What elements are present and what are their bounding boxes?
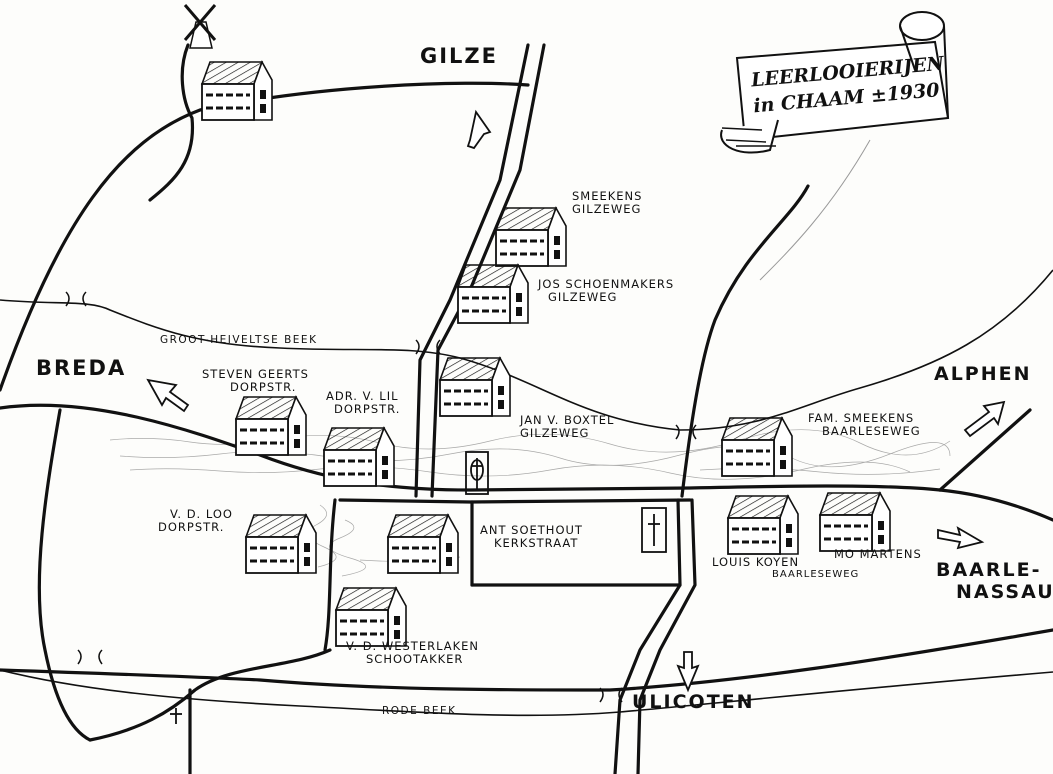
tannery-street: BAARLESEWEG	[772, 569, 860, 581]
tannery-label: ADR. v. LIL DORPSTR.	[326, 389, 401, 417]
tannery-street: GILZEWEG	[520, 426, 590, 441]
arrow-baarle-icon	[937, 526, 985, 550]
tannery-label: v. d. LOO DORPSTR.	[158, 507, 233, 535]
tannery-owner: SMEEKENS	[572, 189, 643, 203]
direction-arrows	[146, 109, 1006, 693]
stream-rode-beek: RODE BEEK	[382, 705, 457, 717]
town-baarle-nassau: BAARLE- NASSAU	[936, 559, 1053, 604]
tannery-street: GILZEWEG	[548, 290, 618, 305]
tannery-owner: JOS SCHOENMAKERS	[538, 277, 675, 291]
title-banner	[720, 11, 950, 154]
tannery-owner: MO MARTENS	[834, 547, 922, 561]
town-breda: BREDA	[36, 356, 127, 380]
tannery-street: BAARLESEWEG	[822, 424, 921, 439]
sketch-line	[759, 139, 871, 281]
arrow-ulicoten-icon	[676, 651, 700, 693]
tannery-owner: LOUIS KOYEN	[712, 555, 800, 569]
town-alphen: ALPHEN	[934, 363, 1032, 385]
roads	[0, 43, 1053, 774]
tannery-label: STEVEN GEERTS DORPSTR.	[202, 367, 309, 395]
arrow-breda-icon	[146, 378, 190, 413]
church-icons	[170, 451, 667, 724]
tannery-owner: v. d. WESTERLAKEN	[346, 639, 480, 653]
tannery-label: SMEEKENS GILZEWEG	[572, 189, 643, 217]
tannery-label: FAM. SMEEKENS BAARLESEWEG	[808, 411, 921, 439]
tannery-street: GILZEWEG	[572, 202, 642, 217]
tannery-street: DORPSTR.	[334, 402, 401, 417]
tannery-label: JAN v. BOXTEL GILZEWEG	[520, 413, 615, 441]
tannery-owner: FAM. SMEEKENS	[808, 411, 915, 425]
tannery-owner: ADR. v. LIL	[326, 389, 399, 403]
tannery-label: v. d. WESTERLAKEN SCHOOTAKKER	[346, 639, 480, 667]
tannery-label: ANT SOETHOUT KERKSTRAAT	[480, 523, 583, 551]
bridges	[65, 291, 697, 703]
tannery-street: DORPSTR.	[158, 520, 225, 535]
tannery-street: SCHOOTAKKER	[366, 652, 464, 667]
town-baarle-line1: BAARLE-	[936, 559, 1042, 581]
tannery-label: LOUIS KOYEN BAARLESEWEG	[712, 555, 860, 581]
tannery-owner: v. d. LOO	[170, 507, 233, 521]
tannery-street: KERKSTRAAT	[494, 536, 579, 551]
town-gilze: GILZE	[420, 44, 499, 68]
tannery-owner: STEVEN GEERTS	[202, 367, 309, 381]
tannery-owner: JAN v. BOXTEL	[520, 413, 615, 427]
tannery-street: DORPSTR.	[230, 380, 297, 395]
town-baarle-line2: NASSAU	[956, 580, 1053, 603]
streams	[0, 269, 1053, 717]
tannery-label: JOS SCHOENMAKERS GILZEWEG	[538, 277, 675, 305]
town-ulicoten: ULICOTEN	[632, 691, 755, 713]
windmill-icon	[183, 4, 217, 49]
stream-groot-heiveltse-beek: GROOT-HEIVELTSE BEEK	[160, 334, 318, 346]
arrow-alphen-icon	[963, 400, 1006, 438]
arrow-gilze-icon	[466, 109, 492, 150]
tannery-owner: ANT SOETHOUT	[480, 523, 583, 537]
tannery-label: MO MARTENS	[834, 547, 922, 561]
